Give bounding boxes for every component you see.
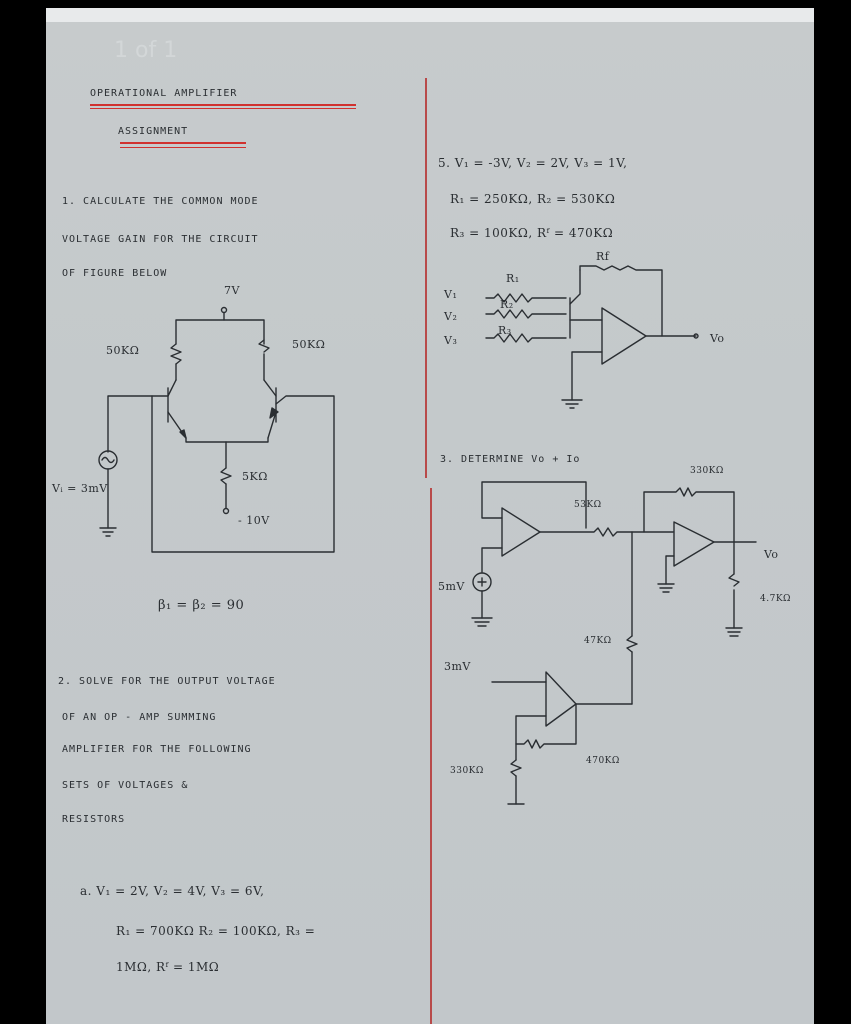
q3-r4-7k-label: 4.7KΩ: [760, 594, 791, 604]
viewer-top-bar: [0, 0, 851, 10]
q2-line2: OF AN OP - AMP SUMMING: [62, 712, 217, 723]
q5-r3-label: R₃: [498, 324, 512, 337]
q5-r1-label: R₁: [506, 272, 520, 285]
q2-a-line2: R₁ = 700KΩ R₂ = 100KΩ, R₃ =: [116, 924, 316, 938]
q1-supply-pos: 7V: [224, 284, 240, 297]
subtitle-underline: [120, 142, 246, 144]
q1-supply-neg: - 10V: [238, 514, 270, 527]
q2-line5: RESISTORS: [62, 814, 126, 825]
title-underline: [90, 104, 356, 106]
q1-diff-amp-circuit: [98, 306, 335, 553]
margin-line-upper: [425, 78, 427, 478]
q1-source-label: Vᵢ = 3mV: [52, 482, 108, 495]
q5-line1: 5. V₁ = -3V, V₂ = 2V, V₃ = 1V,: [438, 156, 628, 170]
q2-line3: AMPLIFIER FOR THE FOLLOWING: [62, 744, 252, 755]
q5-line2: R₁ = 250KΩ, R₂ = 530KΩ: [450, 192, 616, 206]
q5-v2-label: V₂: [444, 310, 458, 323]
q1-line2: VOLTAGE GAIN FOR THE CIRCUIT: [62, 234, 259, 245]
q3-r53k-label: 53KΩ: [574, 500, 602, 510]
q1-beta: β₁ = β₂ = 90: [158, 598, 245, 613]
q3-vo-label: Vo: [764, 548, 779, 561]
q2-a-line1: a. V₁ = 2V, V₂ = 4V, V₃ = 6V,: [80, 884, 265, 898]
page-indicator: 1 of 1: [114, 38, 178, 63]
q5-v3-label: V₃: [444, 334, 458, 347]
q3-cascade-circuit: [471, 481, 757, 805]
q3-5mv-label: 5mV: [438, 580, 465, 593]
q3-line1: 3. DETERMINE Vo + Io: [440, 454, 581, 465]
q5-rf-label: Rf: [596, 250, 610, 263]
assignment-title: OPERATIONAL AMPLIFIER: [90, 88, 238, 99]
q1-r-tail-label: 5KΩ: [242, 470, 268, 483]
circuit-diagrams: [98, 265, 757, 805]
subtitle-underline-2: [120, 147, 246, 148]
q3-3mv-label: 3mV: [444, 660, 471, 673]
margin-line-lower: [430, 488, 432, 1024]
q5-summing-amp-circuit: [485, 265, 699, 409]
document-page: 1 of 1 OPERATIONAL AMPLIFIER ASSIGNMENT …: [46, 8, 814, 1024]
q3-r47k-label: 47KΩ: [584, 636, 612, 646]
q1-r-left-label: 50KΩ: [106, 344, 140, 357]
assignment-subtitle: ASSIGNMENT: [118, 126, 189, 137]
q2-line1: 2. SOLVE FOR THE OUTPUT VOLTAGE: [58, 676, 276, 687]
q1-line3: OF FIGURE BELOW: [62, 268, 168, 279]
title-underline-2: [90, 108, 356, 109]
q1-line1: 1. CALCULATE THE COMMON MODE: [62, 196, 259, 207]
q3-r470k-label: 470KΩ: [586, 756, 620, 766]
q3-r330k-b-label: 330KΩ: [450, 766, 484, 776]
q5-vo-label: Vo: [710, 332, 725, 345]
q5-v1-label: V₁: [444, 288, 458, 301]
q1-r-right-label: 50KΩ: [292, 338, 326, 351]
q2-line4: SETS OF VOLTAGES &: [62, 780, 189, 791]
q5-line3: R₃ = 100KΩ, Rᶠ = 470KΩ: [450, 226, 614, 240]
q3-r330k-label: 330KΩ: [690, 466, 724, 476]
page-top-edge: [46, 8, 814, 22]
q2-a-line3: 1MΩ, Rᶠ = 1MΩ: [116, 960, 220, 974]
